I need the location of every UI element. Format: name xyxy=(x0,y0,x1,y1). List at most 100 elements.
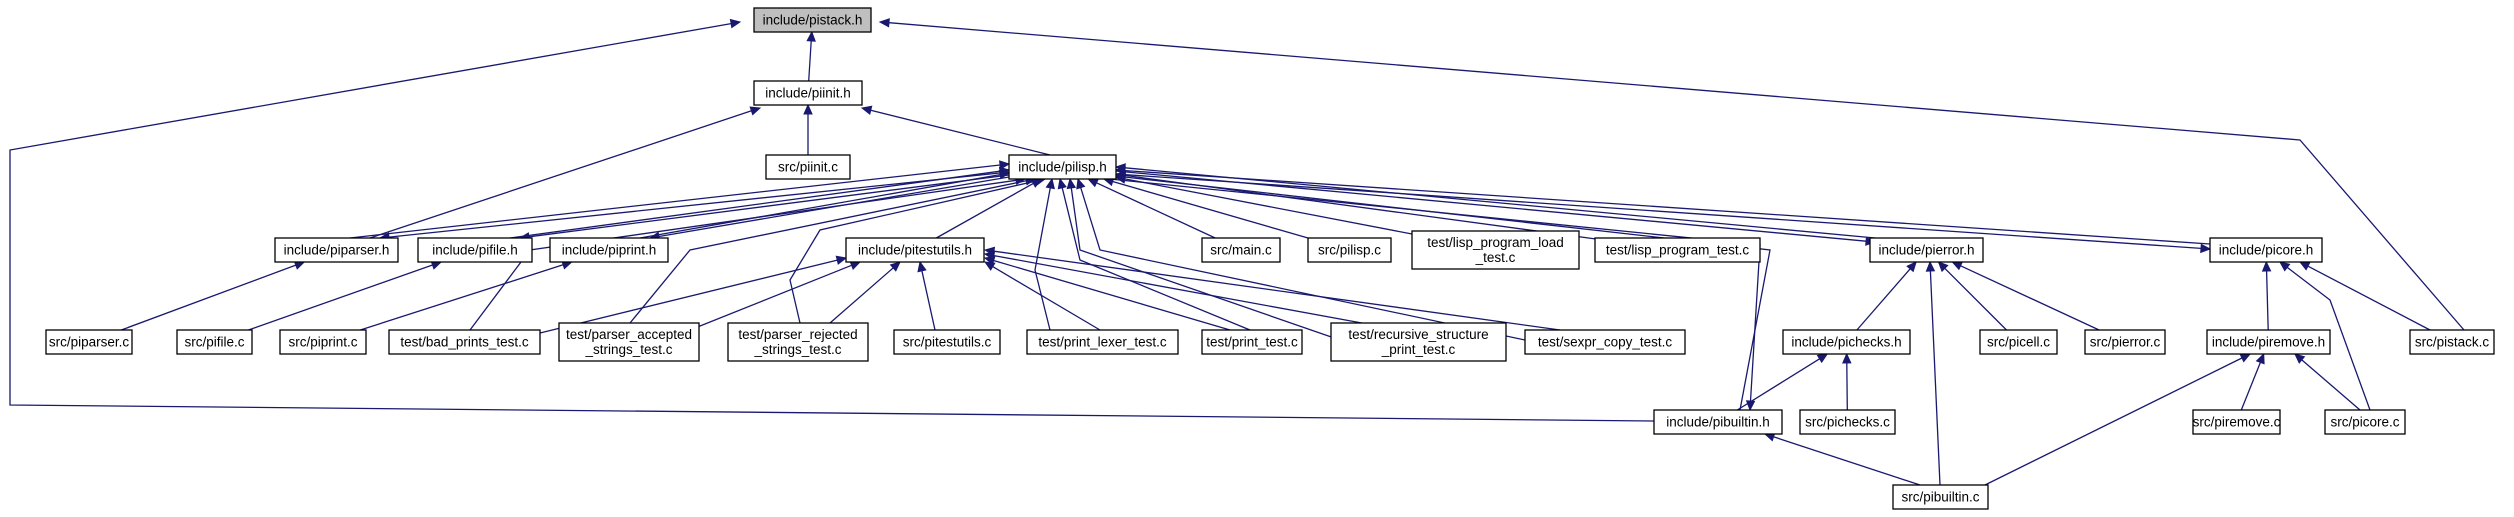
node-pilisp-c[interactable]: src/pilisp.c xyxy=(1307,237,1392,263)
node-box xyxy=(765,154,851,180)
arrowhead-icon xyxy=(1087,178,1099,188)
node-recursive-structure-print-test-c[interactable]: test/recursive_structure_print_test.c xyxy=(1330,322,1507,362)
node-label: test/print_lexer_test.c xyxy=(1038,335,1167,350)
edge-pichecks_c-to-pichecks_h xyxy=(1842,352,1852,411)
node-pichecks-c[interactable]: src/pichecks.c xyxy=(1799,409,1896,435)
node-piparser-c[interactable]: src/piparser.c xyxy=(45,329,133,355)
edge-line xyxy=(360,264,564,331)
node-label: test/parser_accepted xyxy=(566,327,692,342)
node-label: test/lisp_program_test.c xyxy=(1606,243,1750,258)
node-box xyxy=(1979,329,2058,355)
edge-line xyxy=(993,254,1401,331)
edge-line xyxy=(935,182,1034,239)
edge-pifile_c-to-pifile_h xyxy=(248,260,443,331)
arrowhead-icon xyxy=(835,255,848,265)
node-label: include/pilisp.h xyxy=(1018,160,1107,175)
node-parser-rejected-strings-test-c[interactable]: test/parser_rejected_strings_test.c xyxy=(727,322,869,362)
edge-piprint_h-to-pilisp_h xyxy=(639,169,1011,239)
edge-pibuiltin_h-to-pistack_h xyxy=(9,18,1655,422)
edge-line xyxy=(1109,178,1761,402)
arrowhead-icon xyxy=(1951,261,1963,271)
edge-pierror_c-to-pierror_h xyxy=(1951,261,2100,331)
node-box xyxy=(893,329,1001,355)
node-pichecks-h[interactable]: include/pichecks.h xyxy=(1782,329,1911,355)
node-box xyxy=(274,237,399,263)
node-lisp-program-test-c[interactable]: test/lisp_program_test.c xyxy=(1594,237,1761,263)
edge-line xyxy=(888,22,2465,331)
edge-line xyxy=(1984,357,2243,486)
node-picore-c[interactable]: src/picore.c xyxy=(2324,409,2406,435)
edge-pistack_c-to-picore_h xyxy=(2298,261,2431,331)
edge-line xyxy=(1124,169,2211,245)
node-piprint-c[interactable]: src/piprint.c xyxy=(279,329,367,355)
arrowhead-icon xyxy=(2261,260,2272,272)
node-box xyxy=(1411,230,1580,270)
arrowhead-icon xyxy=(2255,352,2265,365)
node-box xyxy=(558,322,700,362)
arrowhead-icon xyxy=(2200,243,2212,254)
edge-line xyxy=(1124,178,1413,235)
edge-recursive_structure_print_test_c-to-pilisp_h xyxy=(1066,177,1341,341)
node-piremove-h[interactable]: include/piremove.h xyxy=(2206,329,2331,355)
node-print-test-c[interactable]: test/print_test.c xyxy=(1201,329,1303,355)
node-pistack-c[interactable]: src/pistack.c xyxy=(2409,329,2495,355)
node-piinit-h[interactable]: include/piinit.h xyxy=(753,80,863,106)
nodes-layer: include/pistack.h include/piinit.h src/pii… xyxy=(45,7,2495,510)
node-box xyxy=(1026,329,1179,355)
edge-pitestutils_c-to-pitestutils_h xyxy=(917,260,936,331)
node-label: test/print_test.c xyxy=(1206,335,1298,350)
node-picell-c[interactable]: src/picell.c xyxy=(1979,329,2058,355)
arrowhead-icon xyxy=(889,261,901,272)
node-sexpr-copy-test-c[interactable]: test/sexpr_copy_test.c xyxy=(1524,329,1686,355)
node-pifile-h[interactable]: include/pifile.h xyxy=(417,237,533,263)
arrowhead-icon xyxy=(1045,177,1055,190)
node-label: test/lisp_program_load xyxy=(1427,235,1564,250)
node-pibuiltin-c[interactable]: src/pibuiltin.c xyxy=(1892,484,1989,510)
edge-picell_c-to-pierror_h xyxy=(1937,261,2007,331)
arrowhead-icon xyxy=(2279,261,2291,272)
node-print-lexer-test-c[interactable]: test/print_lexer_test.c xyxy=(1026,329,1179,355)
node-main-c[interactable]: src/main.c xyxy=(1201,237,1281,263)
node-picore-h[interactable]: include/picore.h xyxy=(2209,237,2323,263)
node-pierror-h[interactable]: include/pierror.h xyxy=(1869,237,1984,263)
node-box xyxy=(2409,329,2495,355)
node-bad-prints-test-c[interactable]: test/bad_prints_test.c xyxy=(388,329,541,355)
node-label: test/sexpr_copy_test.c xyxy=(1538,335,1673,350)
node-pistack-h[interactable]: include/pistack.h xyxy=(753,7,872,33)
arrowhead-icon xyxy=(1925,260,1936,272)
node-box xyxy=(1869,237,1984,263)
edge-line xyxy=(1115,173,2202,250)
edge-picore_c-to-piremove_h xyxy=(2294,353,2361,411)
node-label: src/pitestutils.c xyxy=(903,335,992,350)
node-pitestutils-h[interactable]: include/pitestutils.h xyxy=(845,237,985,263)
node-pitestutils-c[interactable]: src/pitestutils.c xyxy=(893,329,1001,355)
node-label: include/piprint.h xyxy=(562,243,657,258)
edge-pilisp_h-to-piinit_h xyxy=(860,105,1051,156)
node-piremove-c[interactable]: src/piremove.c xyxy=(2192,409,2281,435)
edge-line xyxy=(2240,362,2262,411)
node-label: src/pilisp.c xyxy=(1318,243,1381,258)
edge-pilisp_h-to-picore_h xyxy=(1115,173,2212,254)
node-piinit-c[interactable]: src/piinit.c xyxy=(765,154,851,180)
edge-pibuiltin_h-to-pichecks_h xyxy=(1736,353,1829,411)
arrowhead-icon xyxy=(999,160,1011,170)
edge-line xyxy=(388,171,1010,238)
node-box xyxy=(45,329,133,355)
edge-line xyxy=(1856,268,1911,331)
node-lisp-program-load-test-c[interactable]: test/lisp_program_load_test.c xyxy=(1411,230,1580,270)
arrowhead-icon xyxy=(1114,172,1126,182)
node-pifile-c[interactable]: src/pifile.c xyxy=(176,329,253,355)
node-pilisp-h[interactable]: include/pilisp.h xyxy=(1008,154,1117,180)
node-parser-accepted-strings-test-c[interactable]: test/parser_accepted_strings_test.c xyxy=(558,322,700,362)
node-label: src/pierror.c xyxy=(2090,335,2161,350)
edge-line xyxy=(993,250,1561,331)
arrowhead-icon xyxy=(1057,177,1067,190)
node-piprint-h[interactable]: include/piprint.h xyxy=(549,237,669,263)
node-piparser-h[interactable]: include/piparser.h xyxy=(274,237,399,263)
node-pierror-c[interactable]: src/pierror.c xyxy=(2084,329,2166,355)
node-label: include/pierror.h xyxy=(1878,243,1974,258)
node-pibuiltin-h[interactable]: include/pibuiltin.h xyxy=(1653,409,1783,435)
edge-line xyxy=(992,266,1101,331)
node-label: src/pifile.c xyxy=(184,335,244,350)
